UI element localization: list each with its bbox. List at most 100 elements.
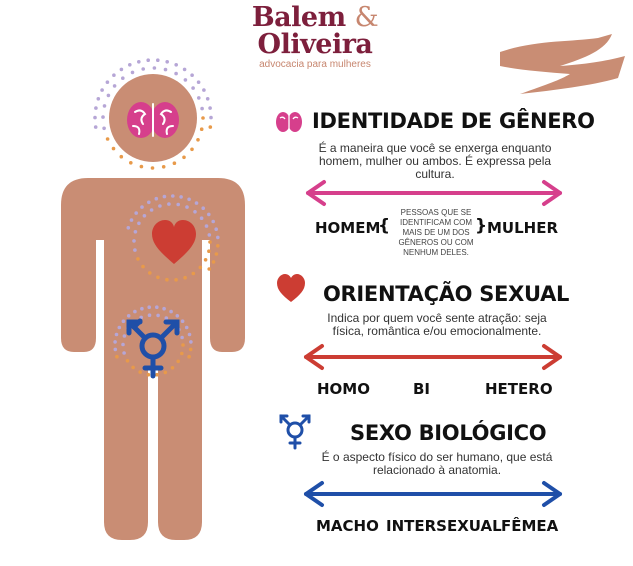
figure-transgender-symbol-icon [126,318,180,379]
decorative-dot [137,60,141,64]
orientation-scale-arrow [304,344,562,370]
decorative-dot [141,264,145,269]
orientation-title: ORIENTAÇÃO SEXUAL [323,282,570,306]
decorative-dot [165,60,169,64]
orientation-label-homo: HOMO [317,380,370,398]
identity-title: IDENTIDADE DE GÊNERO [312,109,595,133]
orientation-label-bi: BI [413,380,431,398]
decorative-dot [128,63,132,67]
decorative-dot [121,319,126,324]
decorative-dot [183,275,187,280]
decorative-dot [194,201,199,205]
decorative-dot [198,265,203,270]
decorative-dot [180,319,185,324]
decorative-dot [199,216,204,220]
head-dot-ring [93,58,213,170]
brand-tagline: advocacia para mulheres [259,59,371,70]
chest-dot-ring [126,194,220,282]
decorative-dot [146,372,151,377]
decorative-dot [155,305,159,310]
decorative-dot [204,224,209,228]
decorative-dot [140,306,144,311]
decorative-dot [117,325,122,330]
decorative-dot [102,104,107,108]
decorative-dot [119,154,124,159]
decorative-dot [130,70,135,75]
decorative-dot [214,252,219,256]
decorative-dot [191,271,196,276]
decorative-dot [207,249,211,253]
transgender-symbol-icon [279,414,311,450]
decorative-dot [187,332,192,337]
decorative-dot [182,67,187,72]
human-figure [61,74,245,540]
decorative-dot [111,146,116,151]
decorative-dot [156,58,160,62]
decorative-dot [149,208,154,212]
decorative-dot [208,106,212,110]
identity-scale-arrow [306,180,562,206]
decorative-dot [207,233,212,237]
decorative-dot [101,115,105,119]
identity-open-brace: { [378,216,391,236]
decorative-dot [196,80,201,84]
decorative-dot [183,78,188,82]
decorative-dot [126,314,131,318]
decorative-dot [105,80,110,84]
identity-close-brace: } [475,216,488,236]
decorative-dot [205,97,210,101]
decorative-dot [147,200,151,205]
decorative-dot [133,309,137,314]
decorative-dot [96,97,101,101]
decorative-dot [134,211,138,215]
decorative-dot [176,202,180,207]
decorative-dot [93,115,97,120]
decorative-dot [147,305,151,310]
decorative-dot [152,66,157,70]
brand-ampersand: & [354,2,379,33]
brand-logo: Balem & Oliveira advocacia para mulheres [240,4,390,70]
decorative-dot [146,58,150,62]
decorative-dot [167,202,171,206]
decorative-dot [188,347,193,352]
decorative-dot [165,277,169,282]
decorative-dot [163,370,168,375]
decorative-dot [113,340,117,344]
decorative-dot [179,195,183,199]
decorative-dot [216,235,220,240]
decorative-dot [156,275,160,280]
decorative-dot [137,221,141,226]
decorative-dot [138,370,142,374]
decorative-dot [175,314,180,318]
decorative-dot [94,106,98,110]
identity-left-label: HOMEM [315,219,381,237]
decorative-dot [163,67,168,72]
decorative-dot [114,332,119,337]
decorative-dot [93,125,98,129]
decorative-dot [129,218,134,222]
biological-scale-arrow [304,481,562,507]
decorative-dot [132,239,136,243]
decorative-dot [170,366,175,370]
identity-right-label: MULHER [487,219,559,237]
decorative-dot [187,354,191,359]
decorative-dot [181,343,185,347]
decorative-dot [106,93,111,98]
decorative-dot [122,334,127,338]
decorative-dot [133,230,138,234]
identity-description: É a maneira que você se enxerga enquanto… [318,141,552,181]
decorative-dot [196,138,200,142]
decorative-dot [185,205,189,209]
decorative-dot [147,313,152,318]
decorative-dot [139,315,143,320]
decorative-dot [201,116,205,120]
decorative-dot [208,125,213,129]
identity-note: PESSOAS QUE SE IDENTIFICAM COM MAIS DE U… [398,208,474,257]
decorative-dot [162,306,166,311]
decorative-dot [187,197,191,202]
decorative-dot [180,335,184,340]
decorative-dot [182,155,186,160]
decorative-dot [190,73,194,77]
decorative-dot [126,226,131,230]
